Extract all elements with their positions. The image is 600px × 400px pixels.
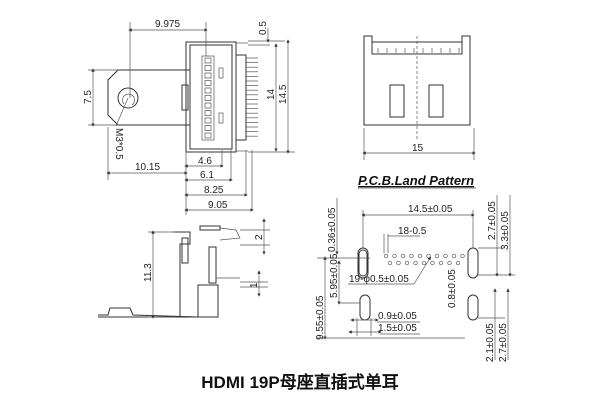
dim-185: 18-0.5 <box>398 226 427 237</box>
pcb-land-pattern: P.C.B.Land Pattern 14.5±0.05 18-0.5 0.36… <box>315 173 515 362</box>
side-latch <box>181 237 189 264</box>
dim-61: 6.1 <box>200 170 214 181</box>
latch-bottom <box>218 112 224 124</box>
pad-top <box>383 253 389 259</box>
pin-housing <box>201 55 215 141</box>
pad-top <box>417 253 423 259</box>
pad-bottom <box>430 260 435 266</box>
dim-21: 2.1±0.05 <box>485 323 496 362</box>
dim-113: 11.3 <box>143 263 154 282</box>
front-view: 9.975 0.5 14 14.5 7.5 M3*0.5 10.15 4.6 6… <box>83 19 295 215</box>
pin <box>204 132 212 139</box>
rear-block <box>235 54 247 141</box>
dim-2: 2 <box>254 234 265 240</box>
pad-bottom <box>421 260 427 266</box>
bottom-block <box>197 284 219 318</box>
pad-bottom <box>387 260 393 266</box>
pad-bottom <box>447 260 452 266</box>
end-body <box>363 35 471 126</box>
pad-top <box>460 253 465 259</box>
end-view: 15 <box>362 35 476 160</box>
dim-27a: 2.7±0.05 <box>487 201 498 240</box>
pad-top <box>434 253 440 259</box>
pin <box>204 110 212 116</box>
dim-1: 1 <box>249 282 260 288</box>
slot-bottom-left <box>359 294 371 321</box>
dim-19: 19-φ0.5±0.05 <box>349 274 409 285</box>
dim-46: 4.6 <box>198 156 212 167</box>
base-plate <box>98 307 199 318</box>
dim-825: 8.25 <box>204 185 224 196</box>
pin <box>204 117 212 124</box>
top-lead-tip <box>219 227 241 241</box>
dim-33: 3.3±0.05 <box>500 211 511 250</box>
side-view: 11.3 2 1 <box>98 218 270 319</box>
pin <box>204 87 212 94</box>
pin <box>204 125 212 131</box>
end-pins <box>377 48 460 53</box>
pin <box>204 72 212 79</box>
post-left <box>389 84 405 118</box>
pad-bottom <box>455 260 461 266</box>
dim-14: 14 <box>266 88 277 100</box>
pad-bottom <box>438 260 444 266</box>
pin <box>204 95 212 101</box>
slot-bottom-right <box>467 294 479 321</box>
dim-595: 5.95±0.05 <box>329 253 340 298</box>
pad-top <box>400 253 406 259</box>
rear-leads <box>246 57 258 137</box>
latch-top <box>218 67 224 79</box>
pad-bottom <box>396 260 401 266</box>
pin-pads <box>383 253 465 266</box>
dim-9975: 9.975 <box>155 19 180 30</box>
mid-lead <box>208 246 217 284</box>
pad-top <box>426 253 431 259</box>
pad-bottom <box>413 260 418 266</box>
dim-27b: 2.7±0.05 <box>498 323 509 362</box>
pad-top <box>443 253 448 259</box>
dim-036: 0.36±0.05 <box>327 207 338 252</box>
connector-inner <box>189 44 233 150</box>
shell-tab <box>181 84 189 111</box>
slot-top-right <box>467 247 479 279</box>
pin-column <box>204 57 212 139</box>
thread-arc <box>122 93 135 106</box>
pin <box>204 65 212 71</box>
side-shell <box>173 231 191 317</box>
dim-05: 0.5 <box>258 21 269 35</box>
pad-bottom <box>404 260 410 266</box>
dim-75: 7.5 <box>83 90 94 104</box>
top-lead <box>199 225 221 231</box>
dim-08: 0.8±0.05 <box>447 269 458 308</box>
pad-top <box>392 253 397 259</box>
pin <box>204 102 212 109</box>
m3-leader <box>115 97 129 127</box>
dim-09: 0.9±0.05 <box>378 311 417 322</box>
dim-1015: 10.15 <box>135 162 160 173</box>
dim-15: 15 <box>412 143 424 154</box>
dim-905: 9.05 <box>208 200 228 211</box>
dim-15b: 1.5±0.05 <box>378 323 417 334</box>
dim-955: 9.55±0.05 <box>315 295 326 340</box>
drawing-caption: HDMI 19P母座直插式单耳 <box>201 373 399 392</box>
dim-145: 14.5 <box>278 84 289 104</box>
pad-top <box>409 253 414 259</box>
pin <box>204 80 212 86</box>
dim-pcb-145: 14.5±0.05 <box>408 204 453 215</box>
mounting-hole <box>117 87 139 109</box>
post-right <box>428 84 444 118</box>
pad-top <box>451 253 457 259</box>
pin <box>204 57 212 64</box>
dim-m3: M3*0.5 <box>113 128 124 160</box>
pcb-title: P.C.B.Land Pattern <box>358 173 474 188</box>
